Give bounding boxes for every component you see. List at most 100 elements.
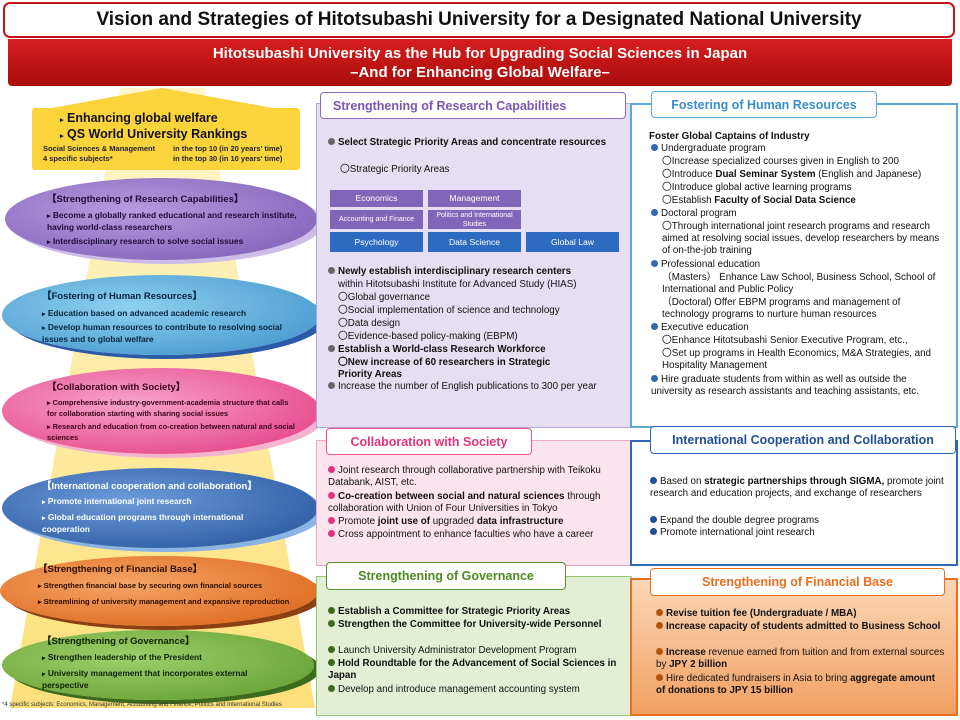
financial-panel	[630, 578, 958, 716]
triangle-bullet-icon: ▸	[47, 424, 51, 431]
society-item-3-d: data infrastructure	[476, 516, 564, 527]
oval-society-title: 【Collaboration with Society】	[47, 382, 186, 393]
undergrad-item-2-b: Dual Seminar System	[715, 169, 816, 180]
area-economics: Economics	[330, 190, 423, 207]
oval-human-item-1: ▸ Education based on advanced academic r…	[42, 308, 302, 320]
bullet-dot-icon	[656, 674, 663, 681]
area-data-science: Data Science	[428, 232, 521, 252]
bullet-dot-icon	[328, 345, 335, 352]
society-item-2: Co-creation between social and natural s…	[328, 491, 628, 515]
triangle-bullet-icon: ▸	[60, 117, 64, 124]
research-item-4-text: Increase the number of English publicati…	[338, 381, 597, 392]
bullet-dot-icon	[650, 528, 657, 535]
professional-item-1: （Masters） Enhance Law School, Business S…	[662, 272, 936, 295]
intl-item-1-a: Based on	[660, 476, 705, 487]
human-executive: Executive education	[651, 322, 749, 334]
goal-sub-1-left: Social Sciences & Management	[43, 144, 156, 153]
oval-governance-title: 【Strengthening of Governance】	[42, 636, 195, 647]
intl-item-1-c: promote joint research and education pro…	[650, 476, 944, 499]
society-item-3-a: Promote	[338, 516, 378, 527]
banner-line-2: –And for Enhancing Global Welfare–	[350, 64, 610, 81]
oval-governance-item-1-text: Strengthen leadership of the President	[47, 652, 202, 662]
bullet-dot-icon	[656, 622, 663, 629]
financial-panel-title: Strengthening of Financial Base	[650, 568, 945, 596]
fin-item-1: Revise tuition fee (Undergraduate / MBA)	[656, 608, 946, 620]
goal-sub-2-left: 4 specific subjects*	[43, 154, 113, 163]
triangle-bullet-icon: ▸	[42, 311, 46, 318]
gov-item-4: Hold Roundtable for the Advancement of S…	[328, 658, 618, 682]
fin-item-1-text: Revise tuition fee (Undergraduate / MBA)	[666, 608, 857, 619]
bullet-dot-icon	[328, 530, 335, 537]
triangle-bullet-icon: ▸	[47, 400, 51, 407]
triangle-bullet-icon: ▸	[38, 599, 42, 606]
research-item-2: Newly establish interdisciplinary resear…	[328, 266, 628, 278]
international-panel-title: International Cooperation and Collaborat…	[650, 426, 956, 454]
bullet-dot-icon	[650, 477, 657, 484]
oval-society-item-2-text: Research and education from co-creation …	[47, 422, 295, 442]
goal-qs-ranking: ▸ QS World University Rankings	[60, 127, 247, 144]
human-hire-text: Hire graduate students from within as we…	[651, 374, 919, 397]
oval-financial-item-2: ▸ Streamlining of university management …	[38, 596, 313, 608]
triangle-bullet-icon: ▸	[42, 499, 46, 506]
fin-item-3-bold: Increase	[666, 647, 706, 658]
human-hire: Hire graduate students from within as we…	[651, 374, 947, 398]
society-item-1: Joint research through collaborative par…	[328, 465, 628, 489]
governance-panel	[316, 576, 632, 716]
bullet-dot-icon	[328, 659, 335, 666]
gov-item-5-text: Develop and introduce management account…	[338, 684, 580, 695]
intl-item-1-b: strategic partnerships through SIGMA,	[704, 476, 885, 487]
gov-item-2-text: Strengthen the Committee for University-…	[338, 619, 602, 630]
research-item-1: Select Strategic Priority Areas and conc…	[328, 137, 628, 149]
oval-governance-item-1: ▸ Strengthen leadership of the President	[42, 652, 297, 664]
undergrad-item-4-a: 〇Establish	[662, 195, 715, 206]
undergrad-item-4-b: Faculty of Social Data Science	[714, 195, 856, 206]
bullet-dot-icon	[328, 607, 335, 614]
bullet-dot-icon	[328, 492, 335, 499]
fin-item-4: Hire dedicated fundraisers in Asia to br…	[656, 673, 946, 697]
banner-line-1: Hitotsubashi University as the Hub for U…	[212, 45, 748, 62]
governance-panel-title: Strengthening of Governance	[326, 562, 566, 590]
undergrad-item-2-c: (English and Japanese)	[815, 169, 922, 180]
human-undergrad-text: Undergraduate program	[661, 143, 766, 154]
human-undergrad: Undergraduate program	[651, 143, 766, 155]
bullet-dot-icon	[656, 609, 663, 616]
society-item-3-c: upgraded	[430, 516, 477, 527]
bullet-dot-icon	[328, 267, 335, 274]
fin-item-2-text: Increase capacity of students admitted t…	[666, 621, 941, 632]
oval-society: 【Collaboration with Society】 ▸ Comprehen…	[2, 368, 320, 454]
executive-item-2: 〇Set up programs in Health Economics, M&…	[662, 348, 931, 371]
undergrad-item-3: 〇Introduce global active learning progra…	[662, 182, 852, 193]
oval-human-title: 【Fostering of Human Resources】	[42, 291, 202, 302]
fin-item-4-text: Hire dedicated fundraisers in Asia to br…	[666, 673, 851, 684]
research-center-4: 〇Evidence-based policy-making (EBPM)	[338, 331, 518, 342]
research-item-2-heading: Newly establish interdisciplinary resear…	[338, 266, 572, 277]
human-doctoral-text: Doctoral program	[661, 208, 737, 219]
oval-society-item-1: ▸ Comprehensive industry-government-acad…	[47, 398, 297, 419]
oval-research-item-2: ▸ Interdisciplinary research to solve so…	[47, 236, 297, 248]
gov-item-5: Develop and introduce management account…	[328, 684, 628, 696]
intl-item-3-text: Promote international joint research	[660, 527, 815, 538]
research-item-2-text: within Hitotsubashi Institute for Advanc…	[338, 279, 577, 290]
intl-item-3: Promote international joint research	[650, 527, 815, 539]
oval-governance-item-2-text: University management that incorporates …	[42, 668, 248, 690]
fin-item-3: Increase revenue earned from tuition and…	[656, 647, 946, 671]
international-panel	[630, 440, 958, 566]
page-title: Vision and Strategies of Hitotsubashi Un…	[3, 2, 955, 38]
research-item-4: Increase the number of English publicati…	[328, 381, 628, 393]
human-doctoral: Doctoral program	[651, 208, 737, 220]
vision-banner: Hitotsubashi University as the Hub for U…	[8, 39, 952, 86]
undergrad-item-2-a: 〇Introduce	[662, 169, 716, 180]
oval-international: 【International cooperation and collabora…	[2, 468, 318, 548]
oval-governance-item-2: ▸ University management that incorporate…	[42, 668, 282, 691]
oval-human-item-2-text: Develop human resources to contribute to…	[42, 322, 282, 344]
oval-society-item-1-text: Comprehensive industry-government-academ…	[47, 398, 289, 418]
human-panel-title: Fostering of Human Resources	[651, 91, 877, 118]
oval-financial-item-1-text: Strengthen financial base by securing ow…	[43, 581, 263, 590]
oval-governance: 【Strengthening of Governance】 ▸ Strength…	[2, 630, 314, 700]
bullet-dot-icon	[656, 648, 663, 655]
bullet-dot-icon	[651, 323, 658, 330]
oval-research-item-1: ▸ Become a globally ranked educational a…	[47, 210, 297, 233]
bullet-dot-icon	[328, 685, 335, 692]
human-professional-text: Professional education	[661, 259, 761, 270]
research-center-2: 〇Social implementation of science and te…	[338, 305, 560, 316]
